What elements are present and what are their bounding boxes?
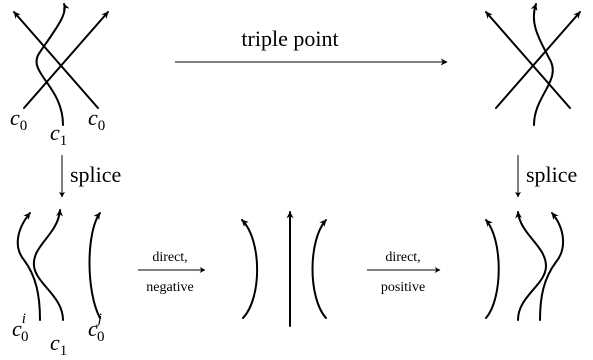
bottom-right-diagram [485,211,564,321]
label-c1-bottom: c1 [50,330,67,359]
label-c0-right: c0 [88,105,105,134]
strand-left-diagonal [13,11,99,109]
move-negative-label-2: negative [146,280,193,295]
splice-label-left: splice [70,162,121,187]
move-positive-label-1: direct, [385,250,420,265]
move-positive-label-2: positive [381,280,425,295]
strand-right-diagonal [23,11,109,109]
label-c1-top: c1 [50,120,67,149]
splice-label-right: splice [526,162,577,187]
move-negative-label-1: direct, [152,250,187,265]
strand-middle-curve-right [530,3,554,126]
strand-left-arc-br [485,219,500,319]
top-right-crossing [485,3,581,126]
strand-right-bottom [88,212,101,319]
strand-right-arc-mid [311,219,327,319]
strand-right-br [539,212,564,321]
strand-mid-br [515,211,547,321]
top-left-crossing [13,3,109,126]
label-c0-left: c0 [10,105,27,134]
strand-left-bottom [16,212,41,321]
strand-left-arc-mid [241,219,259,319]
triple-point-label: triple point [241,26,338,51]
bottom-left-diagram [16,209,101,321]
strand-left-diagonal-right [485,11,571,109]
strand-right-diagonal-right [495,11,581,109]
bottom-middle-diagram [241,211,327,327]
strand-mid-bottom [32,209,64,321]
strand-middle-curve [35,3,70,126]
